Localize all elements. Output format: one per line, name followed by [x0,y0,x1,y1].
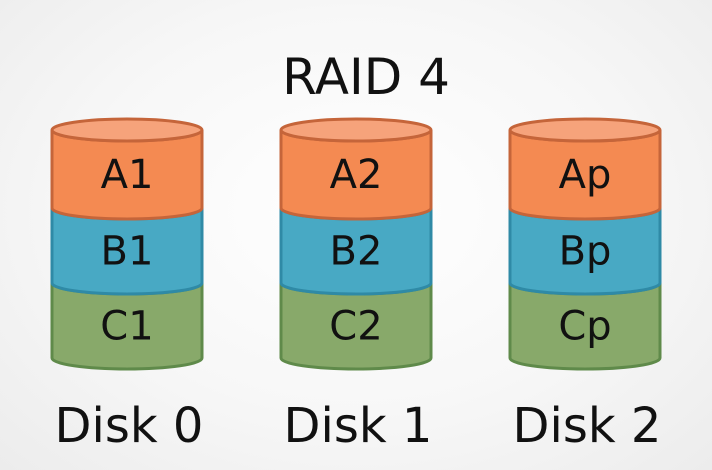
disk-label: Disk 0 [55,398,204,454]
segment-label: B2 [330,229,383,275]
segment-label: A2 [330,152,383,198]
disk-2-top-cap [508,117,662,143]
segment-label: C2 [329,304,382,350]
diagram-title: RAID 4 [282,48,450,106]
disk-label: Disk 1 [284,398,433,454]
segment-label: A1 [101,152,154,198]
segment-label: Ap [559,152,612,198]
segment-label: C1 [100,304,153,350]
disk-1-top-cap [279,117,433,143]
segment-label: B1 [101,229,154,275]
disk-label: Disk 2 [513,398,662,454]
disk-0-top-cap [50,117,204,143]
segment-label: Cp [558,304,611,350]
segment-label: Bp [559,229,612,275]
